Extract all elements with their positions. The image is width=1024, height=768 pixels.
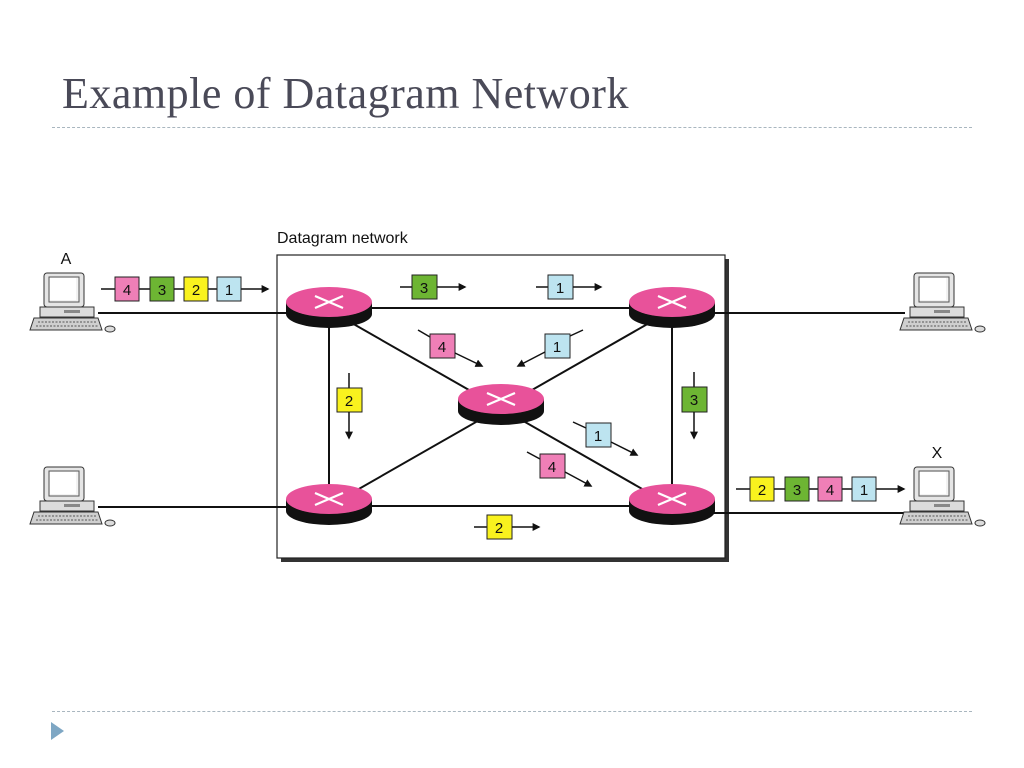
computer-top-right-icon bbox=[899, 272, 986, 333]
host-x-label: X bbox=[932, 445, 943, 462]
packet: 4 bbox=[114, 276, 140, 302]
slide-nav-triangle-icon[interactable] bbox=[51, 722, 64, 740]
computer-x-icon bbox=[899, 466, 986, 527]
svg-text:4: 4 bbox=[548, 459, 556, 476]
title-divider bbox=[52, 127, 972, 128]
svg-text:3: 3 bbox=[793, 482, 801, 499]
svg-text:1: 1 bbox=[594, 428, 602, 445]
packet: 3 bbox=[784, 476, 810, 502]
packet: 1 bbox=[851, 476, 877, 502]
packet-diag-tl-4: 4 bbox=[417, 329, 484, 367]
packet-queue-to-x: 2 3 4 1 bbox=[736, 476, 906, 502]
router-bottom-right bbox=[627, 482, 717, 527]
packet: 4 bbox=[817, 476, 843, 502]
svg-text:2: 2 bbox=[345, 393, 353, 410]
svg-text:4: 4 bbox=[123, 282, 131, 299]
router-center bbox=[456, 382, 546, 427]
svg-text:4: 4 bbox=[438, 339, 446, 356]
svg-text:3: 3 bbox=[420, 280, 428, 297]
computer-a-icon bbox=[29, 272, 116, 333]
svg-text:1: 1 bbox=[860, 482, 868, 499]
packet-diag-br-1: 1 bbox=[572, 421, 639, 456]
computer-bottom-left-icon bbox=[29, 466, 116, 527]
packet: 2 bbox=[749, 476, 775, 502]
svg-text:1: 1 bbox=[556, 280, 564, 297]
packet-right-link-3: 3 bbox=[681, 372, 708, 440]
router-top-left bbox=[284, 285, 374, 330]
footer-divider bbox=[52, 711, 972, 712]
packet-left-link-2: 2 bbox=[336, 373, 363, 440]
svg-text:1: 1 bbox=[553, 339, 561, 356]
svg-text:2: 2 bbox=[758, 482, 766, 499]
packet: 2 bbox=[183, 276, 209, 302]
packet-top-link-1: 1 bbox=[536, 274, 603, 300]
packet-bottom-link-2: 2 bbox=[474, 514, 541, 540]
host-a-label: A bbox=[61, 251, 72, 268]
svg-text:2: 2 bbox=[495, 520, 503, 537]
svg-text:1: 1 bbox=[225, 282, 233, 299]
packet: 1 bbox=[216, 276, 242, 302]
svg-text:2: 2 bbox=[192, 282, 200, 299]
svg-text:3: 3 bbox=[158, 282, 166, 299]
router-top-right bbox=[627, 285, 717, 330]
packet: 3 bbox=[149, 276, 175, 302]
svg-text:3: 3 bbox=[690, 392, 698, 409]
packet-queue-from-a: 4 3 2 1 bbox=[101, 276, 270, 302]
packet-top-link-3: 3 bbox=[400, 274, 467, 300]
packet-diag-tr-1: 1 bbox=[516, 329, 584, 367]
slide-title: Example of Datagram Network bbox=[62, 69, 629, 118]
svg-text:4: 4 bbox=[826, 482, 834, 499]
router-bottom-left bbox=[284, 482, 374, 527]
network-label: Datagram network bbox=[277, 230, 409, 247]
packet-diag-br-4: 4 bbox=[526, 451, 593, 487]
